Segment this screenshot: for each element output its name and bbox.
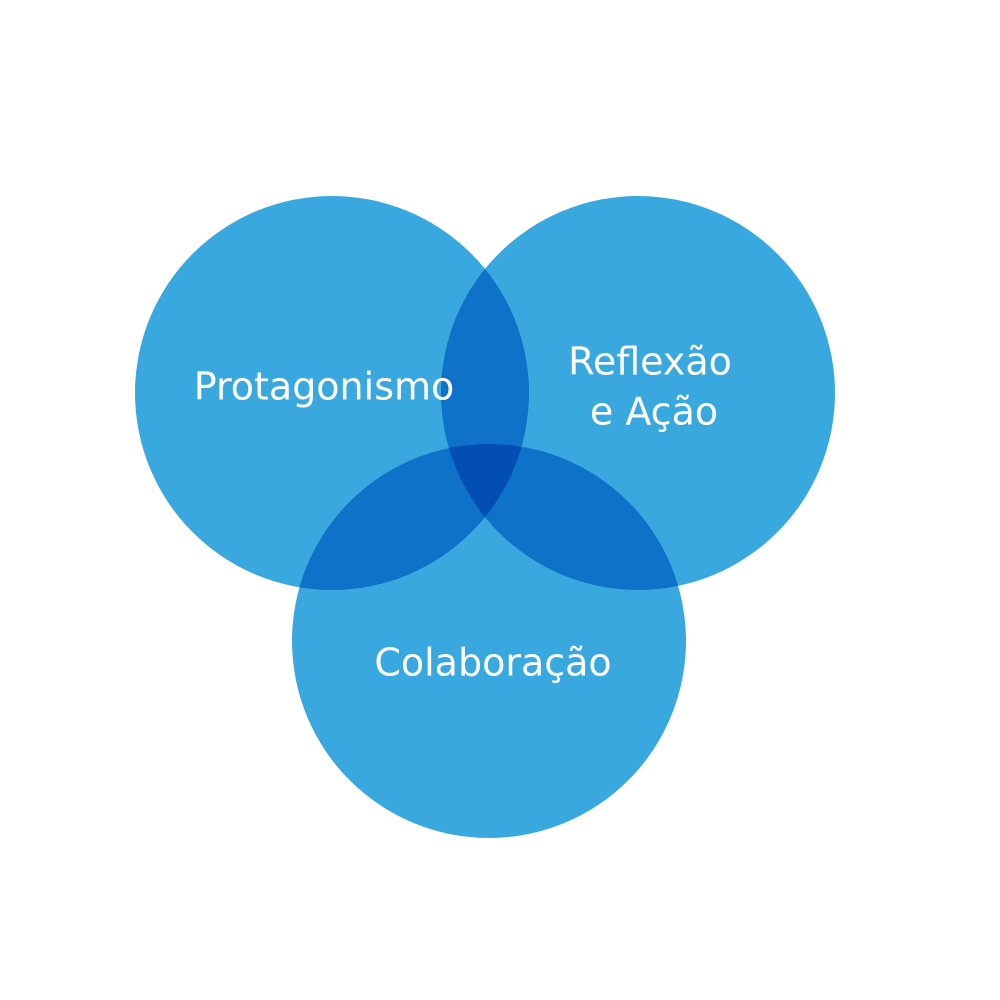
label-reflexao: Reflexão [568,340,732,384]
overlap-reflexao-colaboracao [441,444,686,590]
label-protagonismo: Protagonismo [194,365,455,409]
overlap-protagonismo-colaboracao [292,444,529,590]
label-colaboracao: Colaboração [374,641,611,685]
label-e-acao: e Ação [590,390,718,434]
